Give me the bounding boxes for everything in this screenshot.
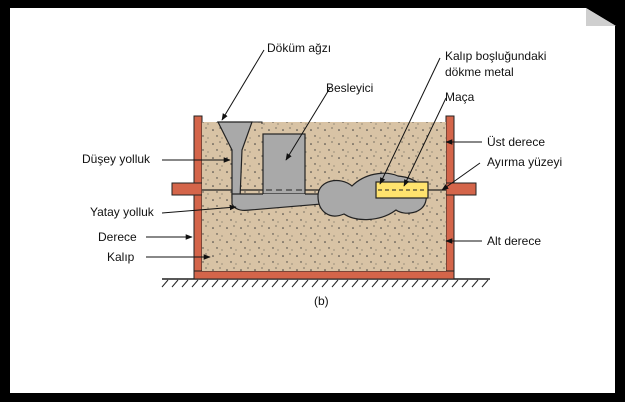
label-riser: Besleyici — [326, 81, 373, 95]
label-molten-metal-line1: Kalıp boşluğundaki — [445, 49, 546, 63]
label-pouring-cup: Döküm ağzı — [267, 41, 331, 55]
label-cope: Üst derece — [487, 135, 545, 149]
ground — [161, 278, 490, 288]
label-runner: Yatay yolluk — [90, 205, 155, 219]
label-sprue: Düşey yolluk — [82, 152, 151, 166]
label-mold: Kalıp — [107, 250, 135, 264]
label-molten-metal-line2: dökme metal — [445, 65, 514, 79]
page-corner-fold — [586, 8, 616, 26]
label-drag: Alt derece — [487, 234, 541, 248]
label-flask: Derece — [98, 230, 137, 244]
label-parting-line: Ayırma yüzeyi — [487, 155, 562, 169]
label-core: Maça — [445, 90, 475, 104]
riser — [262, 133, 306, 204]
leader-lines — [146, 49, 482, 260]
figure-caption: (b) — [314, 294, 329, 308]
